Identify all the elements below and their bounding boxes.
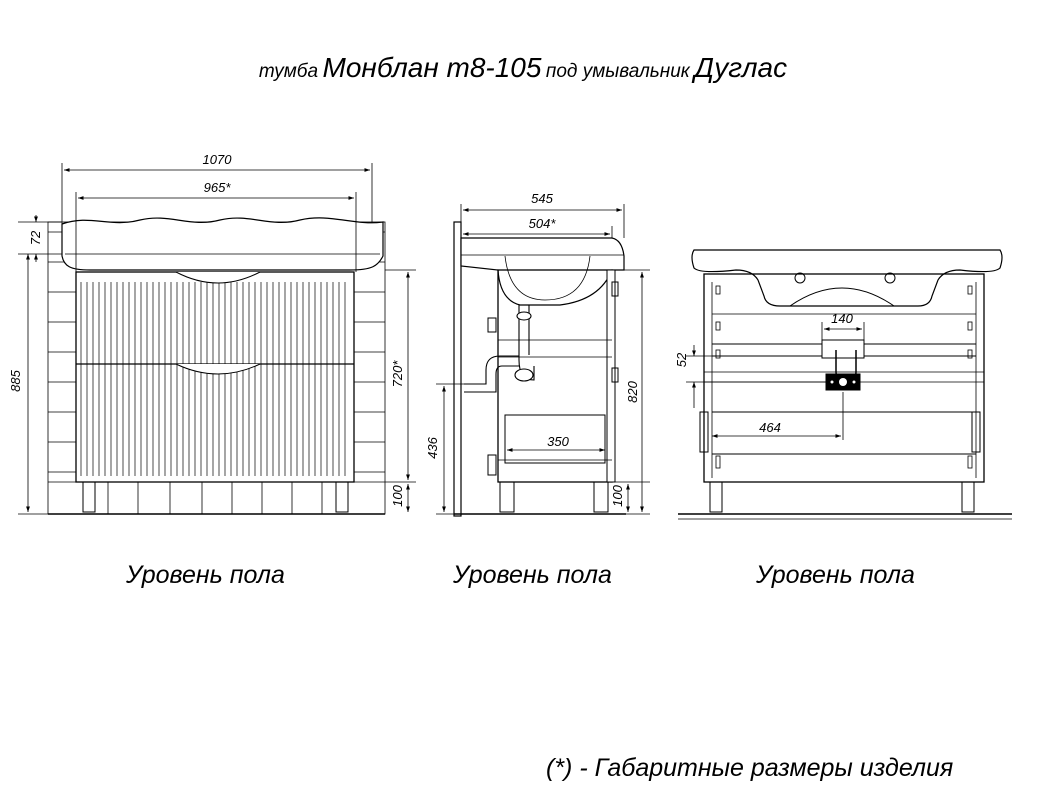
front-dim-body-height: 720* bbox=[390, 360, 405, 388]
footnote: (*) - Габаритные размеры изделия bbox=[546, 754, 954, 782]
title-model: Монблан т8-105 bbox=[322, 52, 542, 83]
back-dim-cutout-height: 52 bbox=[674, 352, 689, 367]
back-dim-cutout-offset: 464 bbox=[759, 420, 781, 435]
back-sink bbox=[691, 249, 1003, 307]
side-dim-leg-height: 100 bbox=[610, 484, 625, 506]
back-view: 140 52 464 bbox=[674, 249, 1012, 520]
side-dim-total-depth: 545 bbox=[531, 191, 553, 206]
side-dim-total-height: 820 bbox=[625, 380, 640, 402]
front-dim-top-height: 72 bbox=[28, 230, 43, 245]
side-cabinet bbox=[487, 269, 619, 513]
side-dim-pipe-height: 436 bbox=[425, 436, 440, 458]
title-middle: под умывальник bbox=[545, 61, 690, 82]
front-dim-leg-height: 100 bbox=[390, 484, 405, 506]
back-floor-label: Уровень пола bbox=[756, 561, 915, 589]
side-dim-body-depth: 504* bbox=[529, 216, 557, 231]
front-dim-body-width: 965* bbox=[204, 180, 232, 195]
front-dim-total-height: 885 bbox=[8, 369, 23, 391]
back-cabinet bbox=[699, 273, 985, 513]
side-wall bbox=[453, 221, 462, 517]
side-siphon bbox=[464, 305, 535, 393]
title-prefix: тумба bbox=[258, 61, 319, 82]
front-cabinet bbox=[75, 271, 355, 513]
side-sink bbox=[460, 237, 625, 306]
front-fluting bbox=[80, 282, 346, 476]
front-view: 1070 965* 72 885 720* 100 bbox=[8, 152, 416, 515]
title-sink: Дуглас bbox=[694, 52, 788, 83]
back-dim-cutout-width: 140 bbox=[831, 311, 853, 326]
side-dimensions bbox=[436, 204, 650, 515]
side-floor-label: Уровень пола bbox=[453, 561, 612, 589]
back-dimensions bbox=[686, 322, 865, 440]
back-drain-fitting bbox=[821, 339, 865, 391]
front-dimensions bbox=[18, 163, 416, 515]
front-dim-total-width: 1070 bbox=[203, 152, 233, 167]
front-floor-label: Уровень пола bbox=[126, 561, 285, 589]
front-sink bbox=[61, 217, 384, 271]
side-view: 545 504* 350 436 820 100 bbox=[425, 191, 650, 517]
side-dim-drawer-depth: 350 bbox=[547, 434, 569, 449]
drawing-title: тумба Монблан т8-105 под умывальник Дугл… bbox=[0, 52, 1046, 84]
